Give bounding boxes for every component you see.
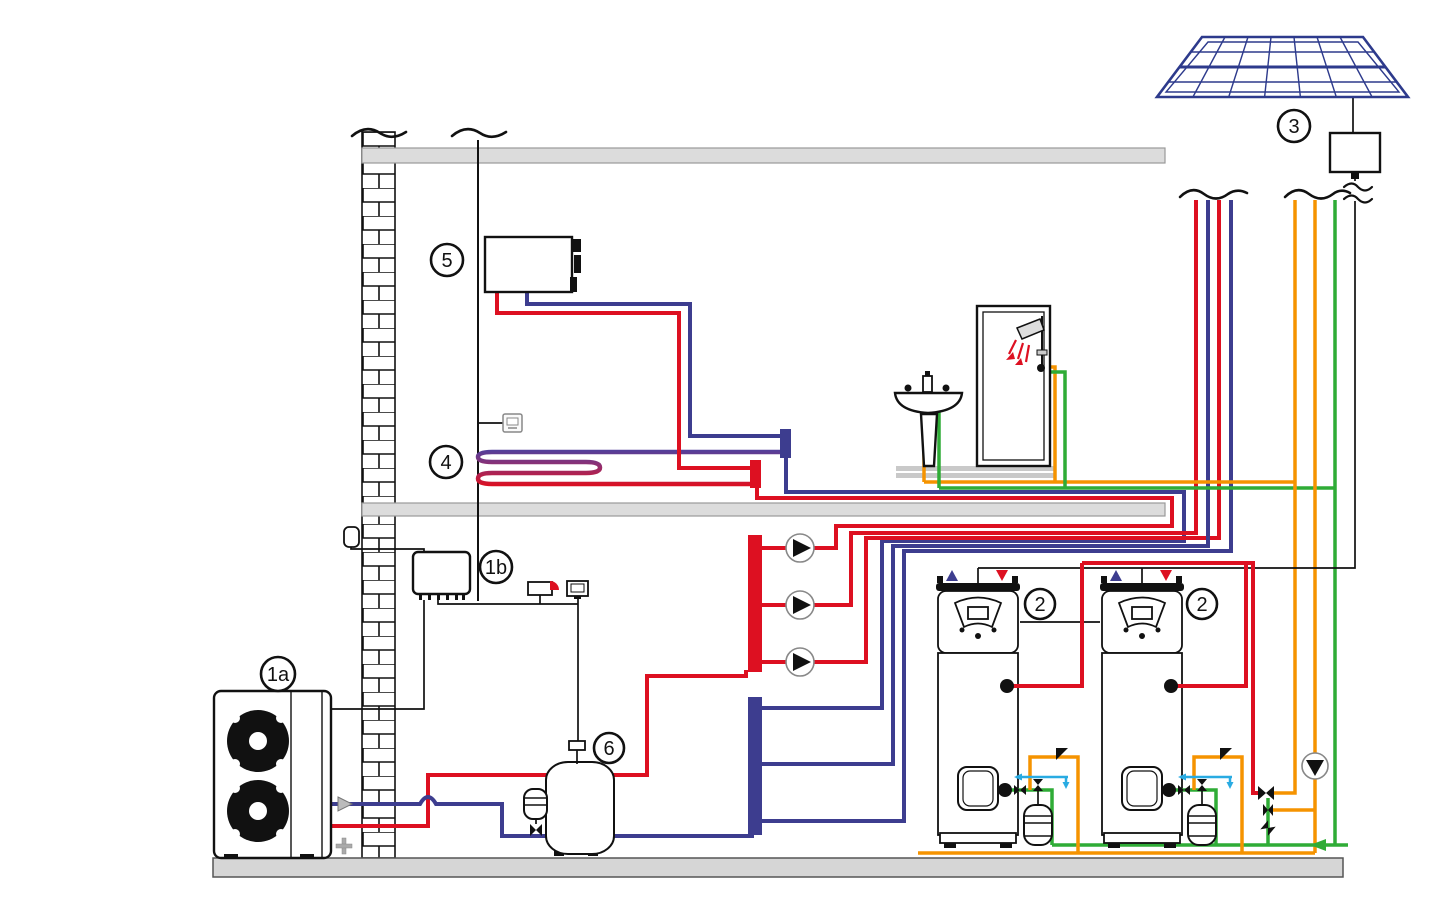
label-underfloor-heating: 4: [428, 444, 464, 480]
dhw-heat-pump-tank: [936, 563, 1084, 853]
fan-icon: [227, 710, 289, 772]
label-text: 1b: [485, 557, 507, 579]
label-text: 5: [441, 250, 452, 272]
pv-panel: [1154, 35, 1411, 99]
sanitary-pipes: [918, 200, 1348, 855]
underfloor-heating-coil: [475, 449, 780, 487]
label-dhw-tank-right: 2: [1185, 587, 1219, 621]
cold-port: [998, 783, 1012, 797]
control-display: [566, 580, 589, 599]
building-structure: [212, 127, 1344, 878]
pipe-break-icon: [1178, 188, 1249, 200]
wall-break-icon: [350, 127, 408, 139]
room-controller: [527, 581, 559, 596]
brick-wall: [361, 131, 396, 859]
label-text: 1a: [267, 664, 290, 686]
label-dhw-tank-left: 2: [1023, 587, 1057, 621]
label-text: 6: [603, 738, 614, 760]
shower-cabin: [975, 304, 1052, 468]
floor-slab: [361, 502, 1166, 517]
outdoor-heat-pump-unit: [212, 689, 354, 860]
pv-inverter: [1328, 131, 1382, 179]
upstairs-flow-header: [750, 460, 761, 488]
tap-icon: [942, 384, 950, 392]
label-text: 2: [1034, 594, 1045, 616]
mixing-valve-icon: [1258, 786, 1266, 800]
bathroom-floor: [896, 466, 1056, 471]
circulation-pumps: [785, 533, 815, 677]
tap-icon: [904, 384, 912, 392]
expansion-vessel-icon: [523, 788, 548, 836]
faucet-icon: [922, 375, 933, 393]
wall-break-icon: [450, 127, 508, 139]
label-fan-coil: 5: [429, 242, 465, 278]
label-indoor-unit: 1b: [478, 549, 514, 585]
label-pv-system: 3: [1276, 108, 1312, 144]
dhw-valve-cluster: [1258, 752, 1329, 836]
vent-valve-icon: [1056, 748, 1068, 760]
pump-icon: [785, 647, 815, 677]
room-thermostat-icon: [502, 413, 523, 433]
fan-coil-unit: [483, 235, 581, 294]
check-valve-icon: [337, 796, 354, 812]
washbasin: [893, 371, 964, 468]
label-buffer-tank: 6: [592, 731, 626, 765]
expansion-vessel-icon: [1023, 804, 1053, 846]
shower-head-icon: [1015, 318, 1045, 340]
pump-icon: [785, 533, 815, 563]
dhw-hot-line: [1082, 561, 1260, 795]
outlet-arrow-icon: [996, 570, 1008, 581]
label-text: 3: [1288, 116, 1299, 138]
flow-port: [1000, 679, 1014, 693]
return-manifold: [748, 697, 762, 835]
buffer-tank: [545, 740, 615, 856]
pipe-break-icon: [1283, 188, 1352, 200]
label-text: 2: [1196, 594, 1207, 616]
wireless-icon: [550, 581, 559, 590]
pump-icon: [785, 590, 815, 620]
bathroom-floor: [896, 473, 1056, 478]
shower-mixer-icon: [1037, 364, 1045, 372]
cold-water-inlet-arrow: [1310, 839, 1326, 851]
fan-icon: [227, 780, 289, 842]
hot-spray-icon: [1008, 339, 1031, 363]
ceiling-slab: [361, 147, 1166, 164]
ground-slab: [212, 857, 1344, 878]
drain-fitting-icon: [335, 837, 353, 855]
outdoor-sensor-icon: [343, 526, 360, 548]
heating-distribution-pipes: [495, 200, 1233, 835]
upstairs-return-header: [780, 429, 791, 458]
flow-manifold: [748, 535, 762, 672]
dhw-heat-pump-tank: [1098, 561, 1248, 855]
label-outdoor-unit: 1a: [259, 655, 297, 693]
electrical-wires: [331, 97, 1374, 741]
indoor-control-unit: [411, 550, 472, 600]
tank-sensor-icon: [568, 740, 586, 751]
label-text: 4: [440, 452, 451, 474]
inlet-arrow-icon: [946, 570, 958, 581]
pump-icon: [1301, 752, 1329, 780]
